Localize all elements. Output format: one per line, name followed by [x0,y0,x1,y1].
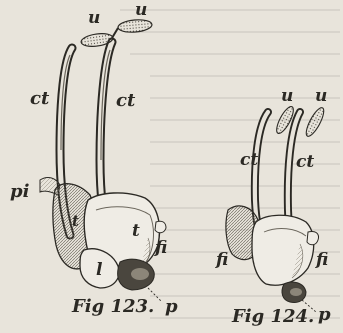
fig124-label-p: p [318,306,331,324]
fig124-label-fi-right: fi [316,252,328,269]
fig124-base-center-lobe [252,215,314,285]
fig124-label-anther-right: u [315,88,327,105]
fig123-label-t-left: t [72,214,79,229]
fig123-label-anther-right: u [135,2,147,19]
fig123-appendage [155,221,166,233]
fig123-label-p: p [165,298,178,316]
fig123-label-ct-left: ct [30,90,49,108]
fig124-label-fi-left: fi [216,252,228,269]
fig124-caption: Fig 124. [232,308,314,326]
fig124-anther-right [303,106,327,139]
figure-123-drawing [40,19,166,302]
fig124-label-ct-right: ct [296,154,314,171]
fig123-label-fi: fi [155,240,167,257]
fig123-label-anther-left: u [88,10,100,27]
fig124-label-anther-left: u [281,88,293,105]
fig123-label-l: l [96,262,102,279]
fig123-caption: Fig 123. [72,298,154,316]
fig123-label-ct-right: ct [116,92,135,110]
fig123-label-pi: pi [10,183,29,201]
fig124-appendage [307,231,319,244]
fig124-label-ct-left: ct [240,152,258,169]
fig123-anther-right [118,19,153,34]
fig123-label-t-right: t [132,223,140,240]
